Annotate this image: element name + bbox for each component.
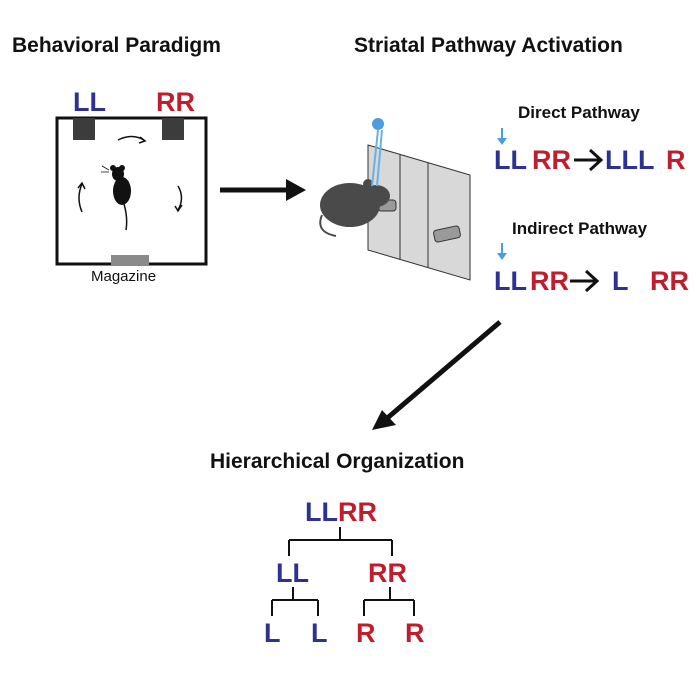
hierarchical-organization-heading: Hierarchical Organization	[210, 450, 465, 473]
tree-leaf-1: L	[264, 618, 281, 648]
tree-leaf-4: R	[405, 618, 425, 648]
direct-input-left: LL	[494, 145, 527, 175]
right-lever	[162, 118, 184, 140]
mouse-topdown-icon	[101, 165, 131, 231]
direct-output-left: LLL	[605, 145, 655, 175]
arrow-to-hierarchy-icon	[372, 320, 502, 430]
tree-node-right: RR	[368, 558, 407, 588]
indirect-arrow-icons	[497, 243, 600, 293]
behavioral-paradigm-heading: Behavioral Paradigm	[12, 34, 221, 57]
direct-output-right: R	[666, 145, 686, 175]
magazine-label: Magazine	[91, 268, 157, 285]
hierarchy-tree-lines	[271, 527, 415, 616]
operant-chamber	[55, 116, 208, 266]
direct-pathway-title: Direct Pathway	[518, 103, 640, 122]
indirect-output-right: RR	[650, 266, 689, 296]
right-lever-label: RR	[156, 87, 195, 117]
striatal-pathway-heading: Striatal Pathway Activation	[354, 34, 623, 57]
tree-node-left: LL	[276, 558, 309, 588]
indirect-output-left: L	[612, 266, 629, 296]
arrow-to-pathway-icon	[220, 179, 306, 201]
tree-leaf-3: R	[356, 618, 376, 648]
magazine-port	[111, 255, 149, 265]
indirect-pathway-title: Indirect Pathway	[512, 219, 648, 238]
tree-root-left: LL	[305, 497, 338, 527]
direct-input-right: RR	[532, 145, 571, 175]
tree-root: LLRR	[305, 497, 377, 528]
tree-root-right: RR	[338, 497, 377, 527]
indirect-input-left: LL	[494, 266, 527, 296]
direct-arrow-icons	[497, 128, 604, 172]
left-lever-label: LL	[73, 87, 106, 117]
indirect-input-right: RR	[530, 266, 569, 296]
optogenetic-mouse-illustration	[319, 118, 471, 281]
left-lever	[73, 118, 95, 140]
tree-leaf-2: L	[311, 618, 328, 648]
